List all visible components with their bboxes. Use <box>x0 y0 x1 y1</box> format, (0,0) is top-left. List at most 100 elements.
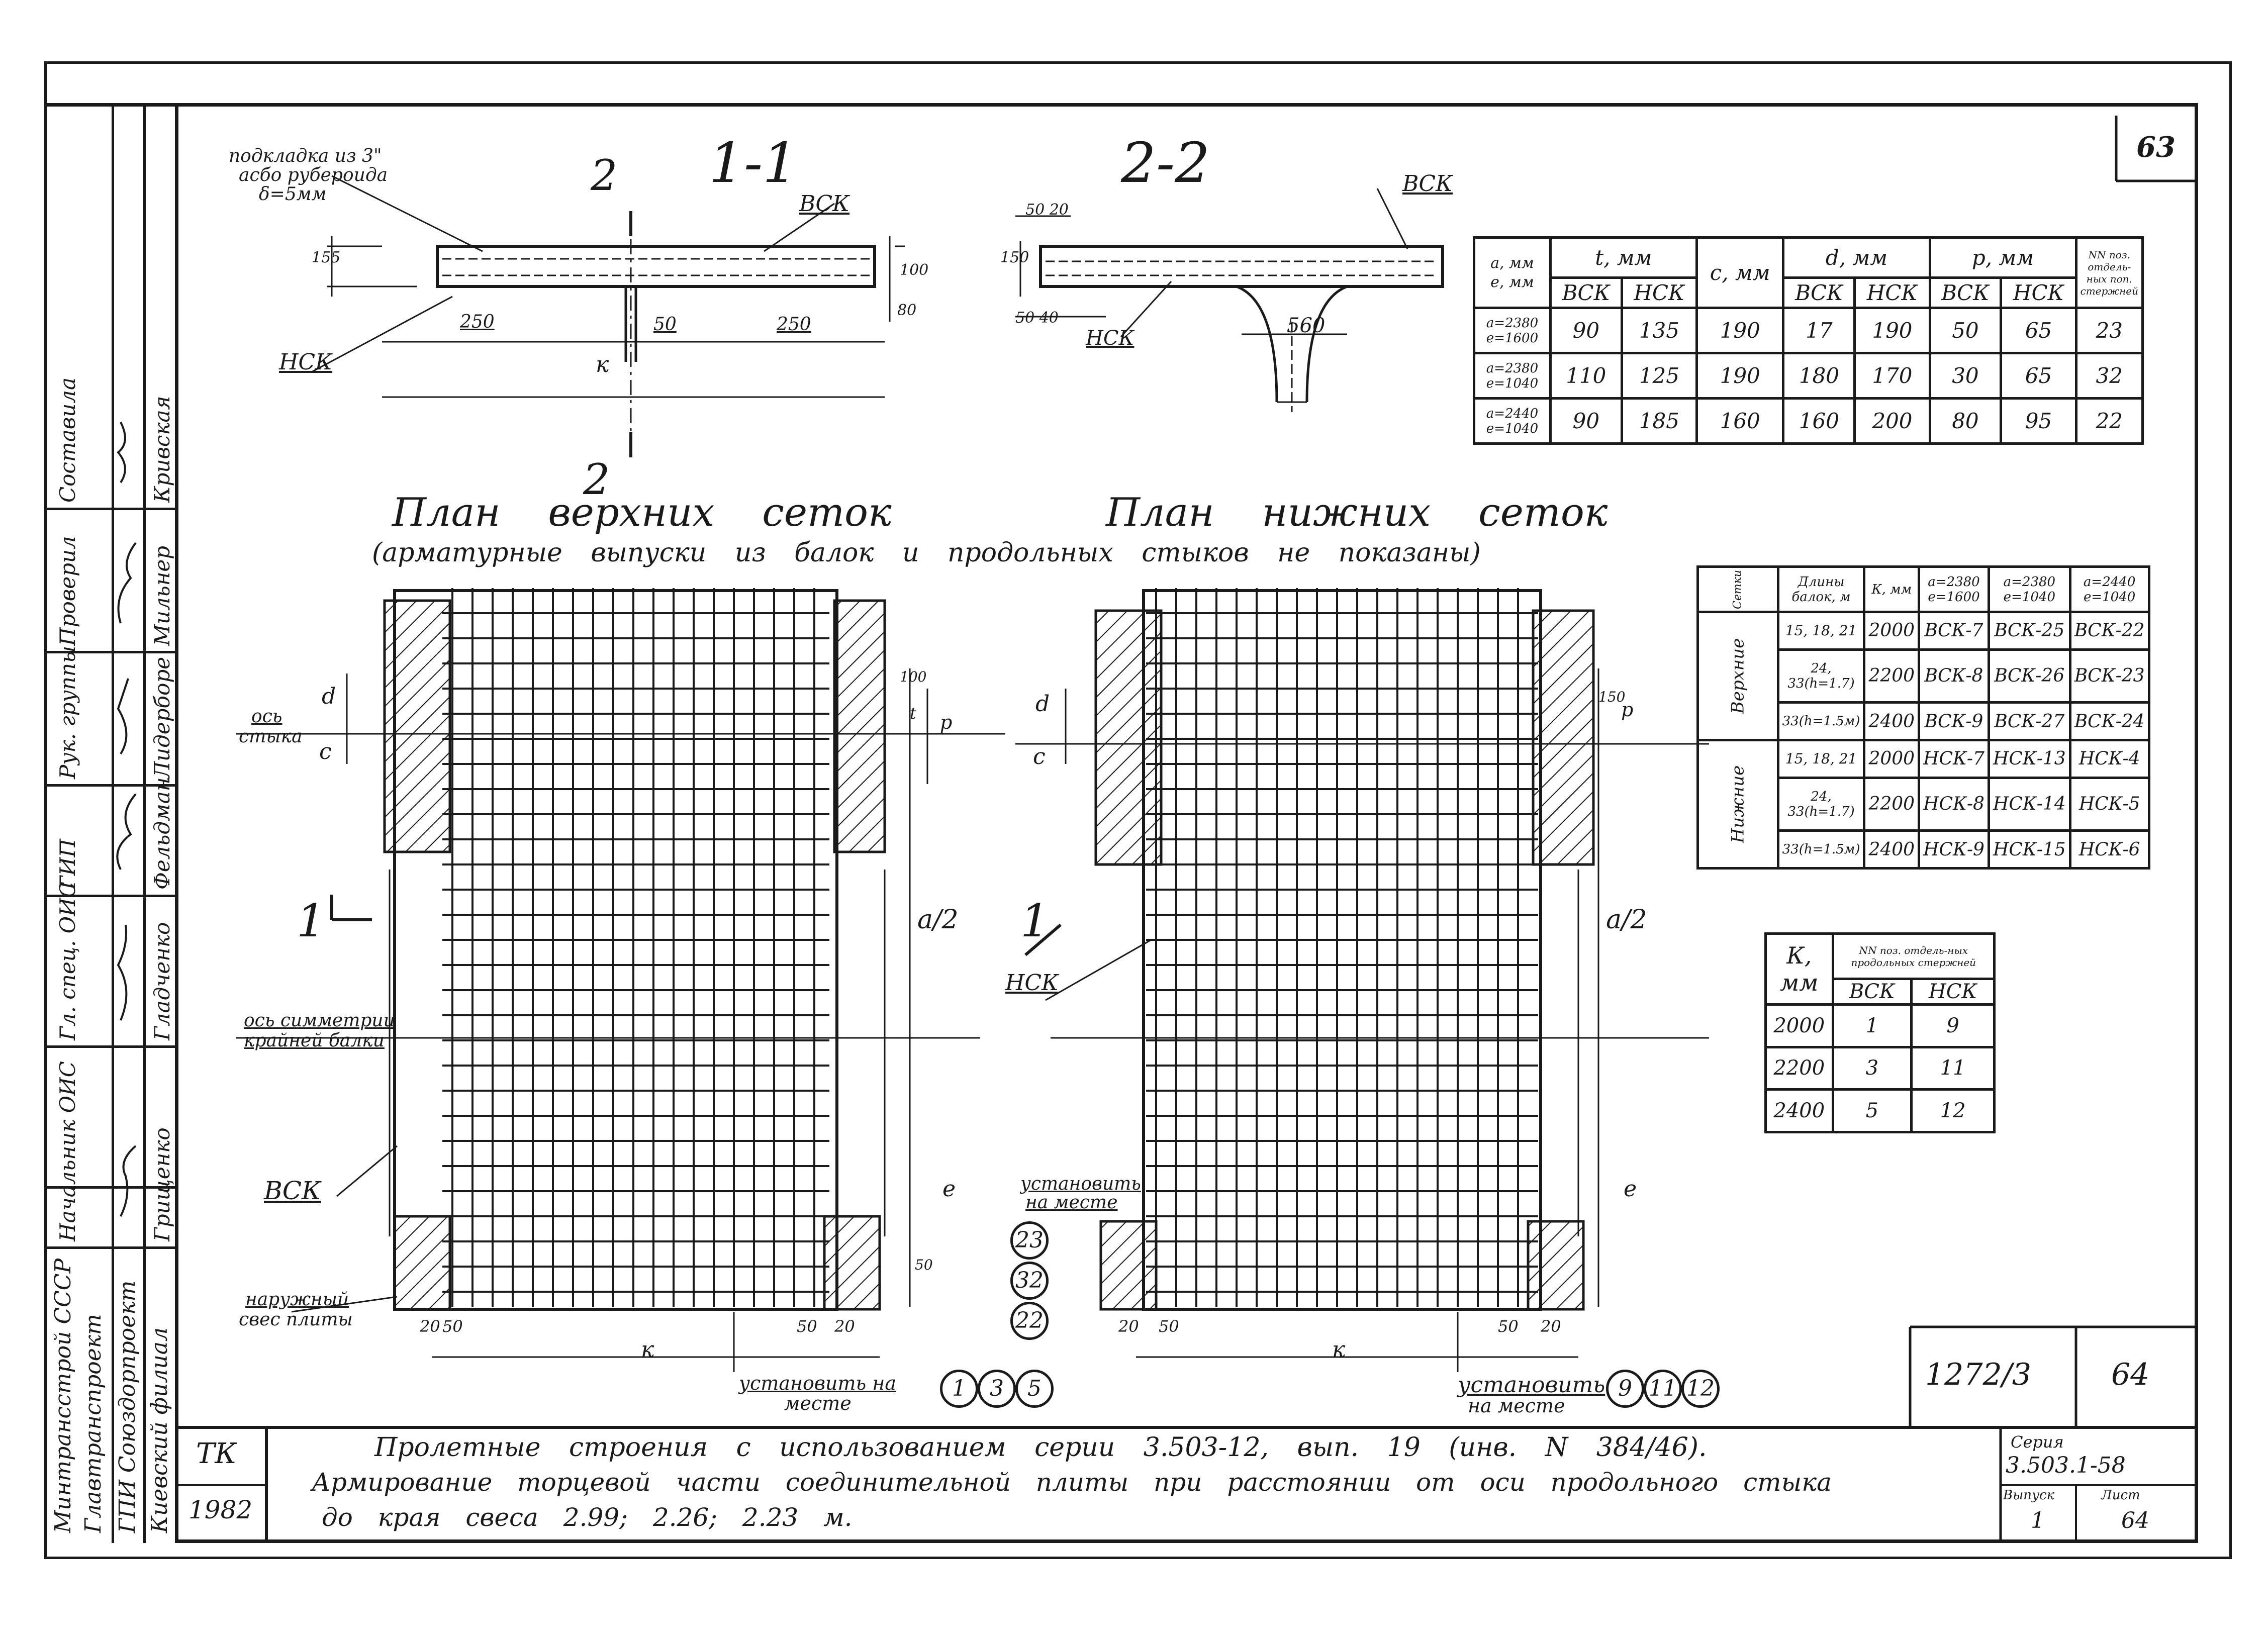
upper-dim-50b: 50 <box>442 1317 463 1336</box>
mesh-table: Сетки Длины балок, м К, мм a=2380 e=1600… <box>1696 565 2150 870</box>
lower-dim-50b: 50 <box>1159 1317 1179 1336</box>
circle-lower-11: 11 <box>1644 1370 1682 1408</box>
dim-50-40: 50 40 <box>1015 309 1059 327</box>
upper-dim-e: e <box>942 1176 956 1202</box>
upper-dim-p: p <box>940 711 953 733</box>
issue-label: Выпуск <box>2003 1488 2055 1503</box>
title-line-2: Армирование торцевой части соединительно… <box>312 1468 1832 1497</box>
k-table: К, мм NN поз. отдель-ных продольных стер… <box>1764 932 1996 1133</box>
upper-plan-title: План верхних сеток <box>392 490 892 535</box>
lower-dim-k: к <box>1332 1337 1346 1363</box>
dim-80: 80 <box>897 302 917 319</box>
section-2-2-title: 2-2 <box>1121 131 1210 195</box>
upper-plan-vsk: ВСК <box>264 1176 321 1205</box>
title-line-1: Пролетные строения с использованием сери… <box>374 1432 1707 1463</box>
lower-plan-title: План нижних сеток <box>1106 490 1608 535</box>
upper-dim-20b: 20 <box>834 1317 855 1336</box>
dim-560: 560 <box>1287 314 1326 337</box>
upper-dim-d: d <box>322 684 336 709</box>
cut-mark-top: 2 <box>591 151 618 200</box>
lower-dim-20: 20 <box>1118 1317 1139 1336</box>
section-note-3: δ=5мм <box>259 184 327 205</box>
sheet-value: 64 <box>2121 1508 2149 1533</box>
dim-250b: 250 <box>777 314 811 335</box>
circle-mid-23: 23 <box>1010 1221 1049 1260</box>
section-2-2-drawing <box>1015 188 1444 412</box>
series-label: Серия <box>2011 1432 2064 1452</box>
code-tk: ТК <box>196 1437 237 1470</box>
circle-upper-3: 3 <box>978 1370 1016 1408</box>
install-lower-2: на месте <box>1468 1395 1565 1417</box>
section-mark-1-right: 1 <box>1020 895 1050 947</box>
circle-mid-32: 32 <box>1010 1262 1049 1300</box>
plan-note: (арматурные выпуски из балок и продольны… <box>372 538 1481 568</box>
axis-symmetry-label-1: ось симметрии <box>244 1010 395 1031</box>
dim-250a: 250 <box>460 312 495 332</box>
dim-100: 100 <box>900 261 929 279</box>
install-upper-1: установить на <box>739 1372 896 1394</box>
lower-dim-20b: 20 <box>1541 1317 1561 1336</box>
sheet-number-top: 63 <box>2136 131 2176 164</box>
lower-dim-50c: 50 <box>1498 1317 1519 1336</box>
circle-mid-22: 22 <box>1010 1302 1049 1340</box>
circle-lower-12: 12 <box>1681 1370 1720 1408</box>
dim-155: 155 <box>312 249 341 266</box>
section-note-2: асбо рубероида <box>239 165 388 185</box>
lower-dim-d: d <box>1035 691 1050 717</box>
install-mid-2: на месте <box>1025 1192 1118 1213</box>
upper-dim-t: t <box>910 704 916 723</box>
section-1-1-vsk: ВСК <box>799 191 850 217</box>
section-2-2-nsk: НСК <box>1086 327 1135 350</box>
title-line-3: до края свеса 2.99; 2.26; 2.23 м. <box>322 1503 853 1532</box>
install-lower-1: установить <box>1458 1372 1605 1398</box>
circle-lower-9: 9 <box>1606 1370 1644 1408</box>
series-value: 3.503.1-58 <box>2006 1453 2126 1478</box>
section-mark-1-left: 1 <box>297 895 326 947</box>
slab-edge-label-2: свес плиты <box>239 1309 353 1330</box>
slab-edge-label-1: наружный <box>245 1289 349 1310</box>
axis-joint-label-1: ось <box>251 706 282 727</box>
section-1-1-drawing <box>311 175 905 457</box>
dim-50-20: 50 20 <box>1025 201 1069 219</box>
upper-dim-k: к <box>641 1337 654 1363</box>
circle-upper-1: 1 <box>940 1370 978 1408</box>
lower-plan-drawing <box>1015 588 1709 1372</box>
upper-dim-100: 100 <box>900 668 927 685</box>
upper-dim-a12: a/2 <box>917 905 959 935</box>
axis-symmetry-label-2: крайней балки <box>244 1030 385 1051</box>
title-block-lines <box>175 116 2198 1543</box>
section-2-2-vsk: ВСК <box>1402 171 1453 197</box>
install-upper-2: месте <box>784 1392 852 1414</box>
inner-frame <box>175 103 2198 1543</box>
cut-mark-bottom: 2 <box>583 455 610 504</box>
drawing-number: 1272/3 <box>1925 1357 2032 1392</box>
section-1-1-nsk: НСК <box>279 349 333 375</box>
section-note-1: подкладка из 3" <box>229 146 382 166</box>
lower-dim-e: e <box>1624 1176 1637 1202</box>
dim-k-section: к <box>596 352 609 377</box>
upper-dim-50c: 50 <box>797 1317 817 1336</box>
left-block-divider <box>44 103 177 107</box>
upper-dim-20: 20 <box>420 1317 440 1336</box>
circle-upper-5: 5 <box>1015 1370 1054 1408</box>
lower-dim-a12: a/2 <box>1606 905 1647 935</box>
sheet-label: Лист <box>2101 1488 2140 1503</box>
dim-150: 150 <box>1000 249 1029 266</box>
issue-value: 1 <box>2031 1508 2045 1533</box>
upper-plan-drawing <box>236 588 1005 1372</box>
lower-dim-p: p <box>1621 699 1634 721</box>
section-1-1-title: 1-1 <box>709 131 798 195</box>
